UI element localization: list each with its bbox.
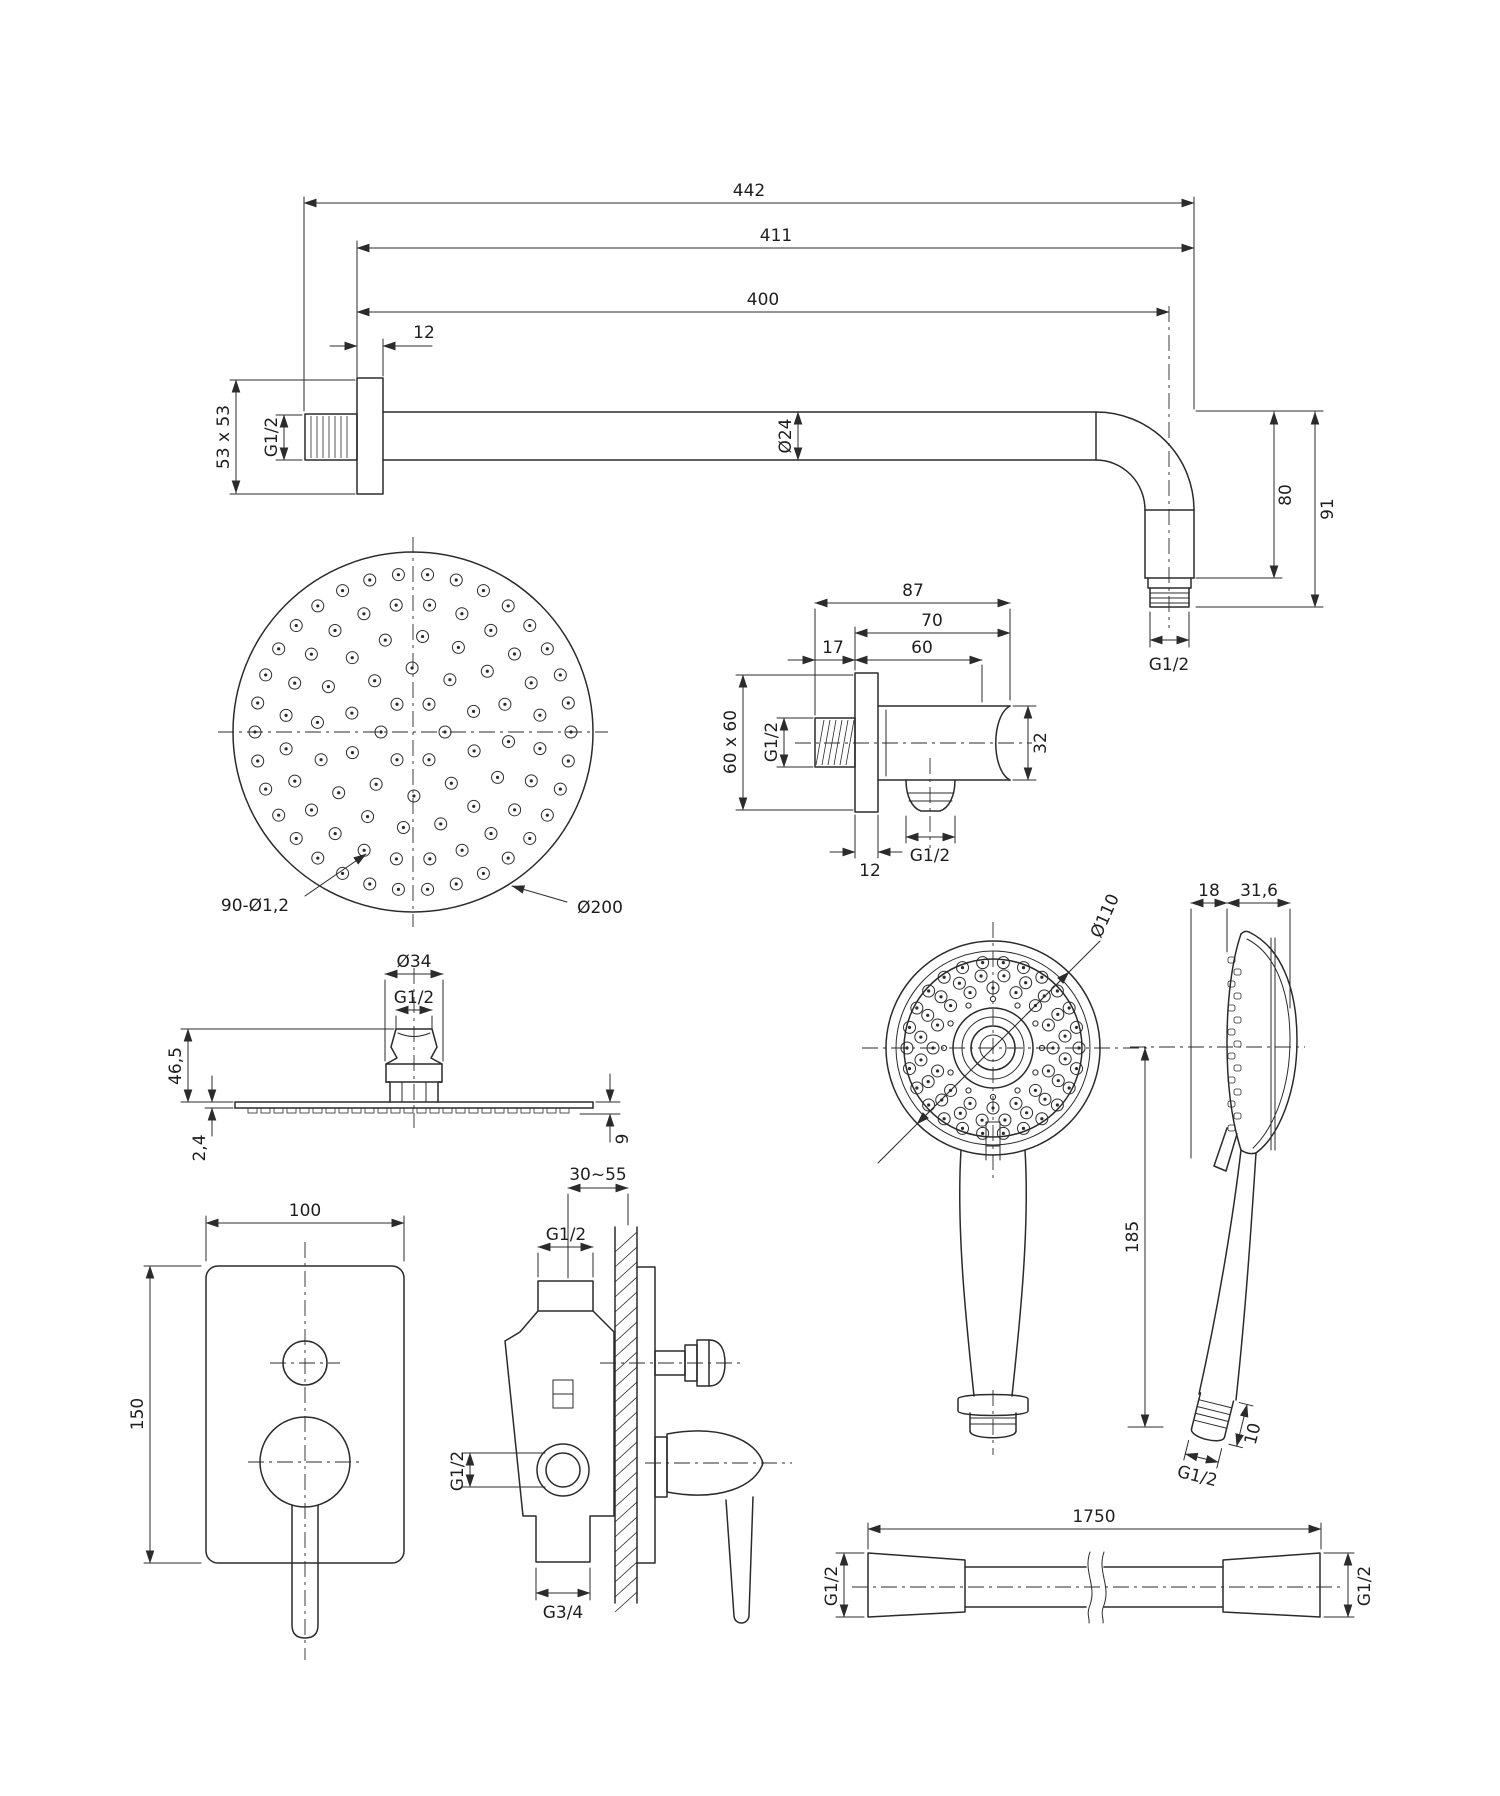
- mixer-side-side-thread: G1/2: [448, 1451, 468, 1492]
- mixer-front-view: 100 150: [128, 1201, 405, 1660]
- head-top-nozzles: [248, 568, 578, 896]
- elbow-dim-12: 12: [859, 861, 881, 881]
- hand-side-nozzle-strip: [1227, 956, 1242, 1132]
- wall-elbow-view: 87 70 17 60 60 x 60 G1/2 32 12 G1/2: [721, 581, 1051, 881]
- hand-side-316: 31,6: [1240, 881, 1278, 901]
- hand-side-outlet: 10 G1/2: [1175, 1392, 1266, 1491]
- hand-front-d110: Ø110: [1087, 891, 1124, 941]
- head-diameter: Ø200: [577, 898, 623, 918]
- mixer-side-bottom-thread: G3/4: [543, 1603, 584, 1623]
- hand-side-10: 10: [1241, 1421, 1266, 1447]
- arm-dim-53x53: 53 x 53: [214, 405, 234, 469]
- head-side-24: 2,4: [190, 1134, 210, 1161]
- elbow-dim-32: 32: [1031, 732, 1051, 754]
- arm-dim-411: 411: [760, 226, 792, 246]
- hose-view: 1750 G1/2 G1/2: [822, 1507, 1375, 1624]
- shower-arm-view: 442 411 400 12 53 x 53 G1/2 Ø24 80 91 G1…: [214, 181, 1338, 675]
- hand-side-thread: G1/2: [1175, 1462, 1219, 1491]
- hand-shower-front-view: Ø110 185: [862, 891, 1164, 1455]
- mixer-side-view: 30~55 G1/2 G1/2 G3/4: [448, 1165, 792, 1624]
- hand-front-185: 185: [1123, 1221, 1143, 1253]
- elbow-dim-17: 17: [822, 638, 844, 658]
- hand-side-18: 18: [1198, 881, 1220, 901]
- arm-dim-12: 12: [413, 323, 435, 343]
- mixer-side-top-thread: G1/2: [546, 1225, 587, 1245]
- head-side-view: Ø34 G1/2 46,5 2,4 9: [166, 952, 633, 1162]
- head-side-thread: G1/2: [394, 988, 435, 1008]
- mixer-side-3055: 30~55: [569, 1165, 627, 1185]
- arm-dim-400: 400: [747, 290, 779, 310]
- hand-shower-side-view: 18 31,6 10 G1/2: [1130, 881, 1305, 1491]
- arm-inlet-thread: G1/2: [262, 417, 282, 458]
- elbow-inlet-thread: G1/2: [762, 722, 782, 763]
- elbow-dim-60x60: 60 x 60: [721, 710, 741, 774]
- head-side-465: 46,5: [166, 1047, 186, 1085]
- mixer-front-150: 150: [128, 1398, 148, 1430]
- hose-thread-left: G1/2: [822, 1566, 842, 1607]
- head-top-view: 90-Ø1,2 Ø200: [218, 537, 623, 927]
- arm-outlet-thread: G1/2: [1149, 655, 1190, 675]
- hose-1750: 1750: [1072, 1507, 1115, 1527]
- arm-dim-91: 91: [1318, 498, 1338, 520]
- elbow-outlet-thread: G1/2: [910, 846, 951, 866]
- head-side-9: 9: [613, 1134, 633, 1145]
- arm-thread-lines: [310, 416, 348, 458]
- arm-dim-d24: Ø24: [776, 418, 796, 453]
- elbow-dim-60: 60: [911, 638, 933, 658]
- arm-dim-80: 80: [1276, 484, 1296, 506]
- hose-thread-right: G1/2: [1355, 1566, 1375, 1607]
- elbow-dim-87: 87: [902, 581, 924, 601]
- elbow-dim-70: 70: [921, 611, 943, 631]
- wall-hatch: [614, 1231, 638, 1613]
- elbow-thread-lines: [815, 719, 855, 766]
- arm-dim-442: 442: [733, 181, 765, 201]
- mixer-front-100: 100: [289, 1201, 321, 1221]
- head-nozzle-spec: 90-Ø1,2: [221, 896, 289, 916]
- head-side-d34: Ø34: [396, 952, 431, 972]
- head-side-nozzle-teeth: [247, 1107, 570, 1114]
